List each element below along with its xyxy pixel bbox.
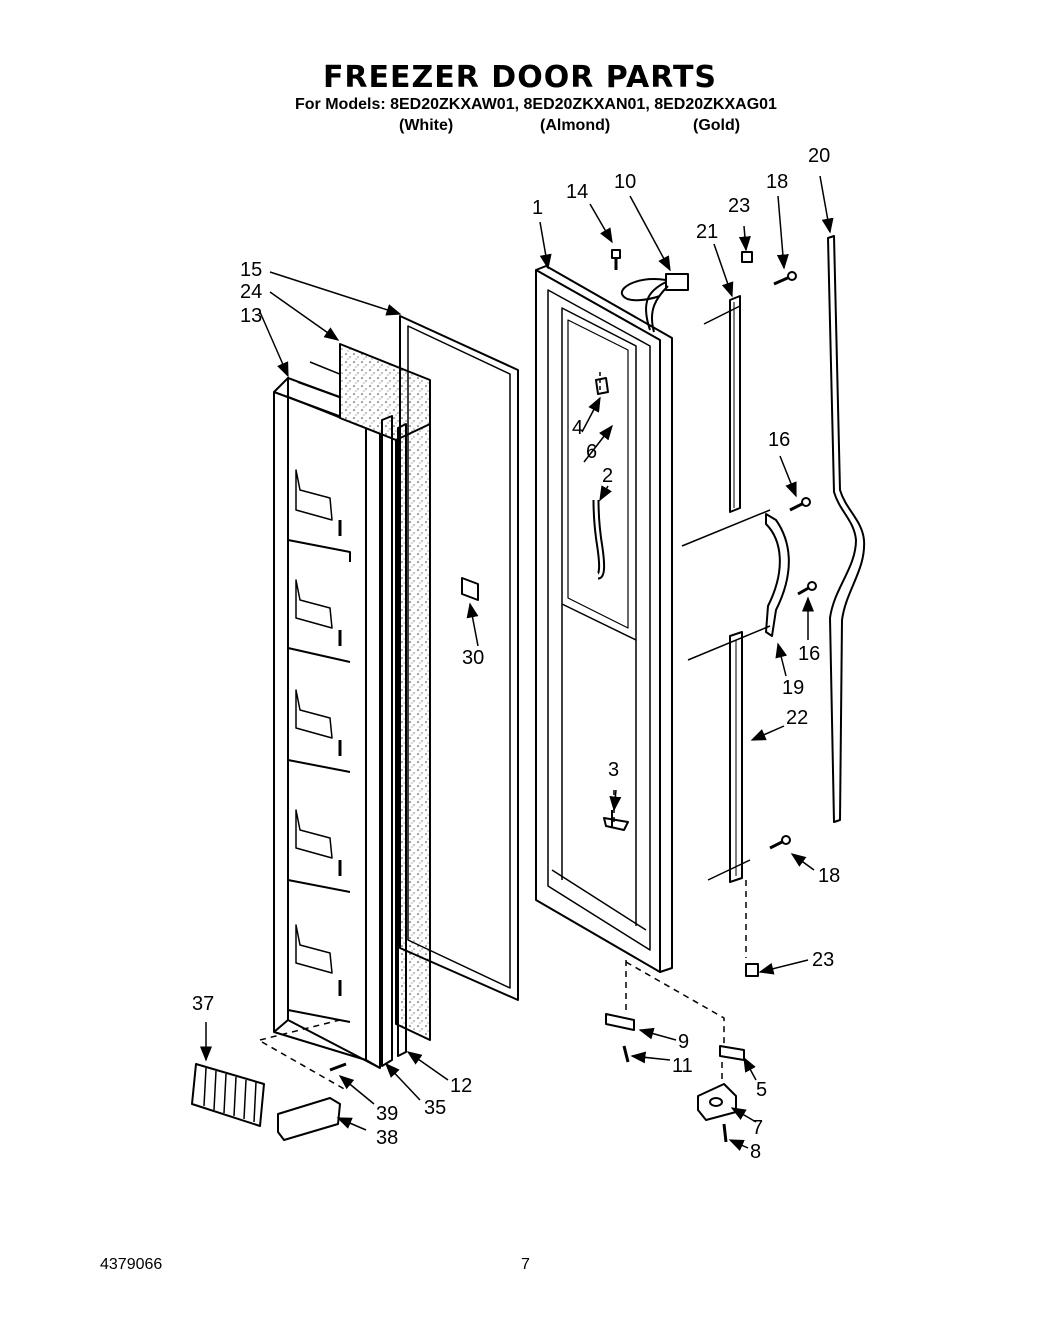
callout-8: 8 <box>750 1141 761 1163</box>
hinge-bracket-9-part <box>605 1013 635 1031</box>
variant-almond: (Almond) <box>540 117 611 134</box>
callout-6: 6 <box>586 441 597 463</box>
callout-15: 15 <box>240 259 262 281</box>
screw-8-part <box>722 1123 728 1143</box>
callout-18-top: 18 <box>766 171 788 193</box>
callout-9: 9 <box>678 1031 689 1053</box>
callout-13: 13 <box>240 305 262 327</box>
callout-12: 12 <box>450 1075 472 1097</box>
document-number: 4379066 <box>100 1256 163 1273</box>
handle-trim-20-part <box>827 235 866 823</box>
screw-16-top-part <box>789 497 811 512</box>
clip-23-top-part <box>741 251 753 263</box>
screw-18-bottom-part <box>769 835 791 850</box>
variant-white: (White) <box>399 117 454 134</box>
bracket-3-part <box>603 810 629 831</box>
callout-5: 5 <box>756 1079 767 1101</box>
screw-14-part <box>611 249 621 270</box>
callout-23-bottom: 23 <box>812 949 834 971</box>
callout-37: 37 <box>192 993 214 1015</box>
models-line: For Models: 8ED20ZKXAW01, 8ED20ZKXAN01, … <box>295 96 777 113</box>
callout-3: 3 <box>608 759 619 781</box>
screw-18-top-part <box>773 271 797 286</box>
callout-labels: 1 2 3 4 5 6 7 8 9 10 11 12 13 14 15 16 1… <box>192 145 840 1163</box>
handle-trim-21-part <box>729 295 741 513</box>
callout-21: 21 <box>696 221 718 243</box>
outer-door-panel-part <box>535 265 673 973</box>
callout-2: 2 <box>602 465 613 487</box>
wire-harness-part <box>620 273 689 333</box>
alignment-lines <box>259 305 771 1091</box>
callout-16-top: 16 <box>768 429 790 451</box>
callout-20: 20 <box>808 145 830 167</box>
clip-23-bottom-part <box>745 963 759 977</box>
cover-38-part <box>277 1097 341 1141</box>
callout-10: 10 <box>614 171 636 193</box>
bracket-30-part <box>461 577 479 601</box>
screw-39-part <box>329 1062 347 1072</box>
grille-37-part <box>191 1063 265 1127</box>
callout-23-top: 23 <box>728 195 750 217</box>
callout-7: 7 <box>752 1117 763 1139</box>
page-number: 7 <box>521 1256 530 1273</box>
hinge-part-7 <box>697 1083 737 1121</box>
callout-35: 35 <box>424 1097 446 1119</box>
callout-22: 22 <box>786 707 808 729</box>
callout-39: 39 <box>376 1103 398 1125</box>
handle-19-part <box>765 513 790 637</box>
handle-trim-22-part <box>729 631 743 883</box>
callout-4: 4 <box>572 417 583 439</box>
callout-leaders <box>200 175 834 1151</box>
callout-24: 24 <box>240 281 262 303</box>
bumper-4-part <box>595 377 609 395</box>
door-gasket-part <box>399 315 519 1001</box>
callout-19: 19 <box>782 677 804 699</box>
callout-1: 1 <box>532 197 543 219</box>
callout-11: 11 <box>672 1055 693 1077</box>
page-title: FREEZER DOOR PARTS <box>322 60 718 95</box>
door-liner-part <box>273 361 385 1069</box>
callout-14: 14 <box>566 181 588 203</box>
hinge-part-5 <box>719 1045 745 1061</box>
breaker-strip-part <box>381 415 407 1067</box>
callout-38: 38 <box>376 1127 398 1149</box>
callout-18-bottom: 18 <box>818 865 840 887</box>
callout-16-bottom: 16 <box>798 643 820 665</box>
callout-30: 30 <box>462 647 484 669</box>
variant-gold: (Gold) <box>693 117 741 134</box>
screw-11-part <box>622 1045 630 1063</box>
screw-16-bottom-part <box>797 581 817 596</box>
